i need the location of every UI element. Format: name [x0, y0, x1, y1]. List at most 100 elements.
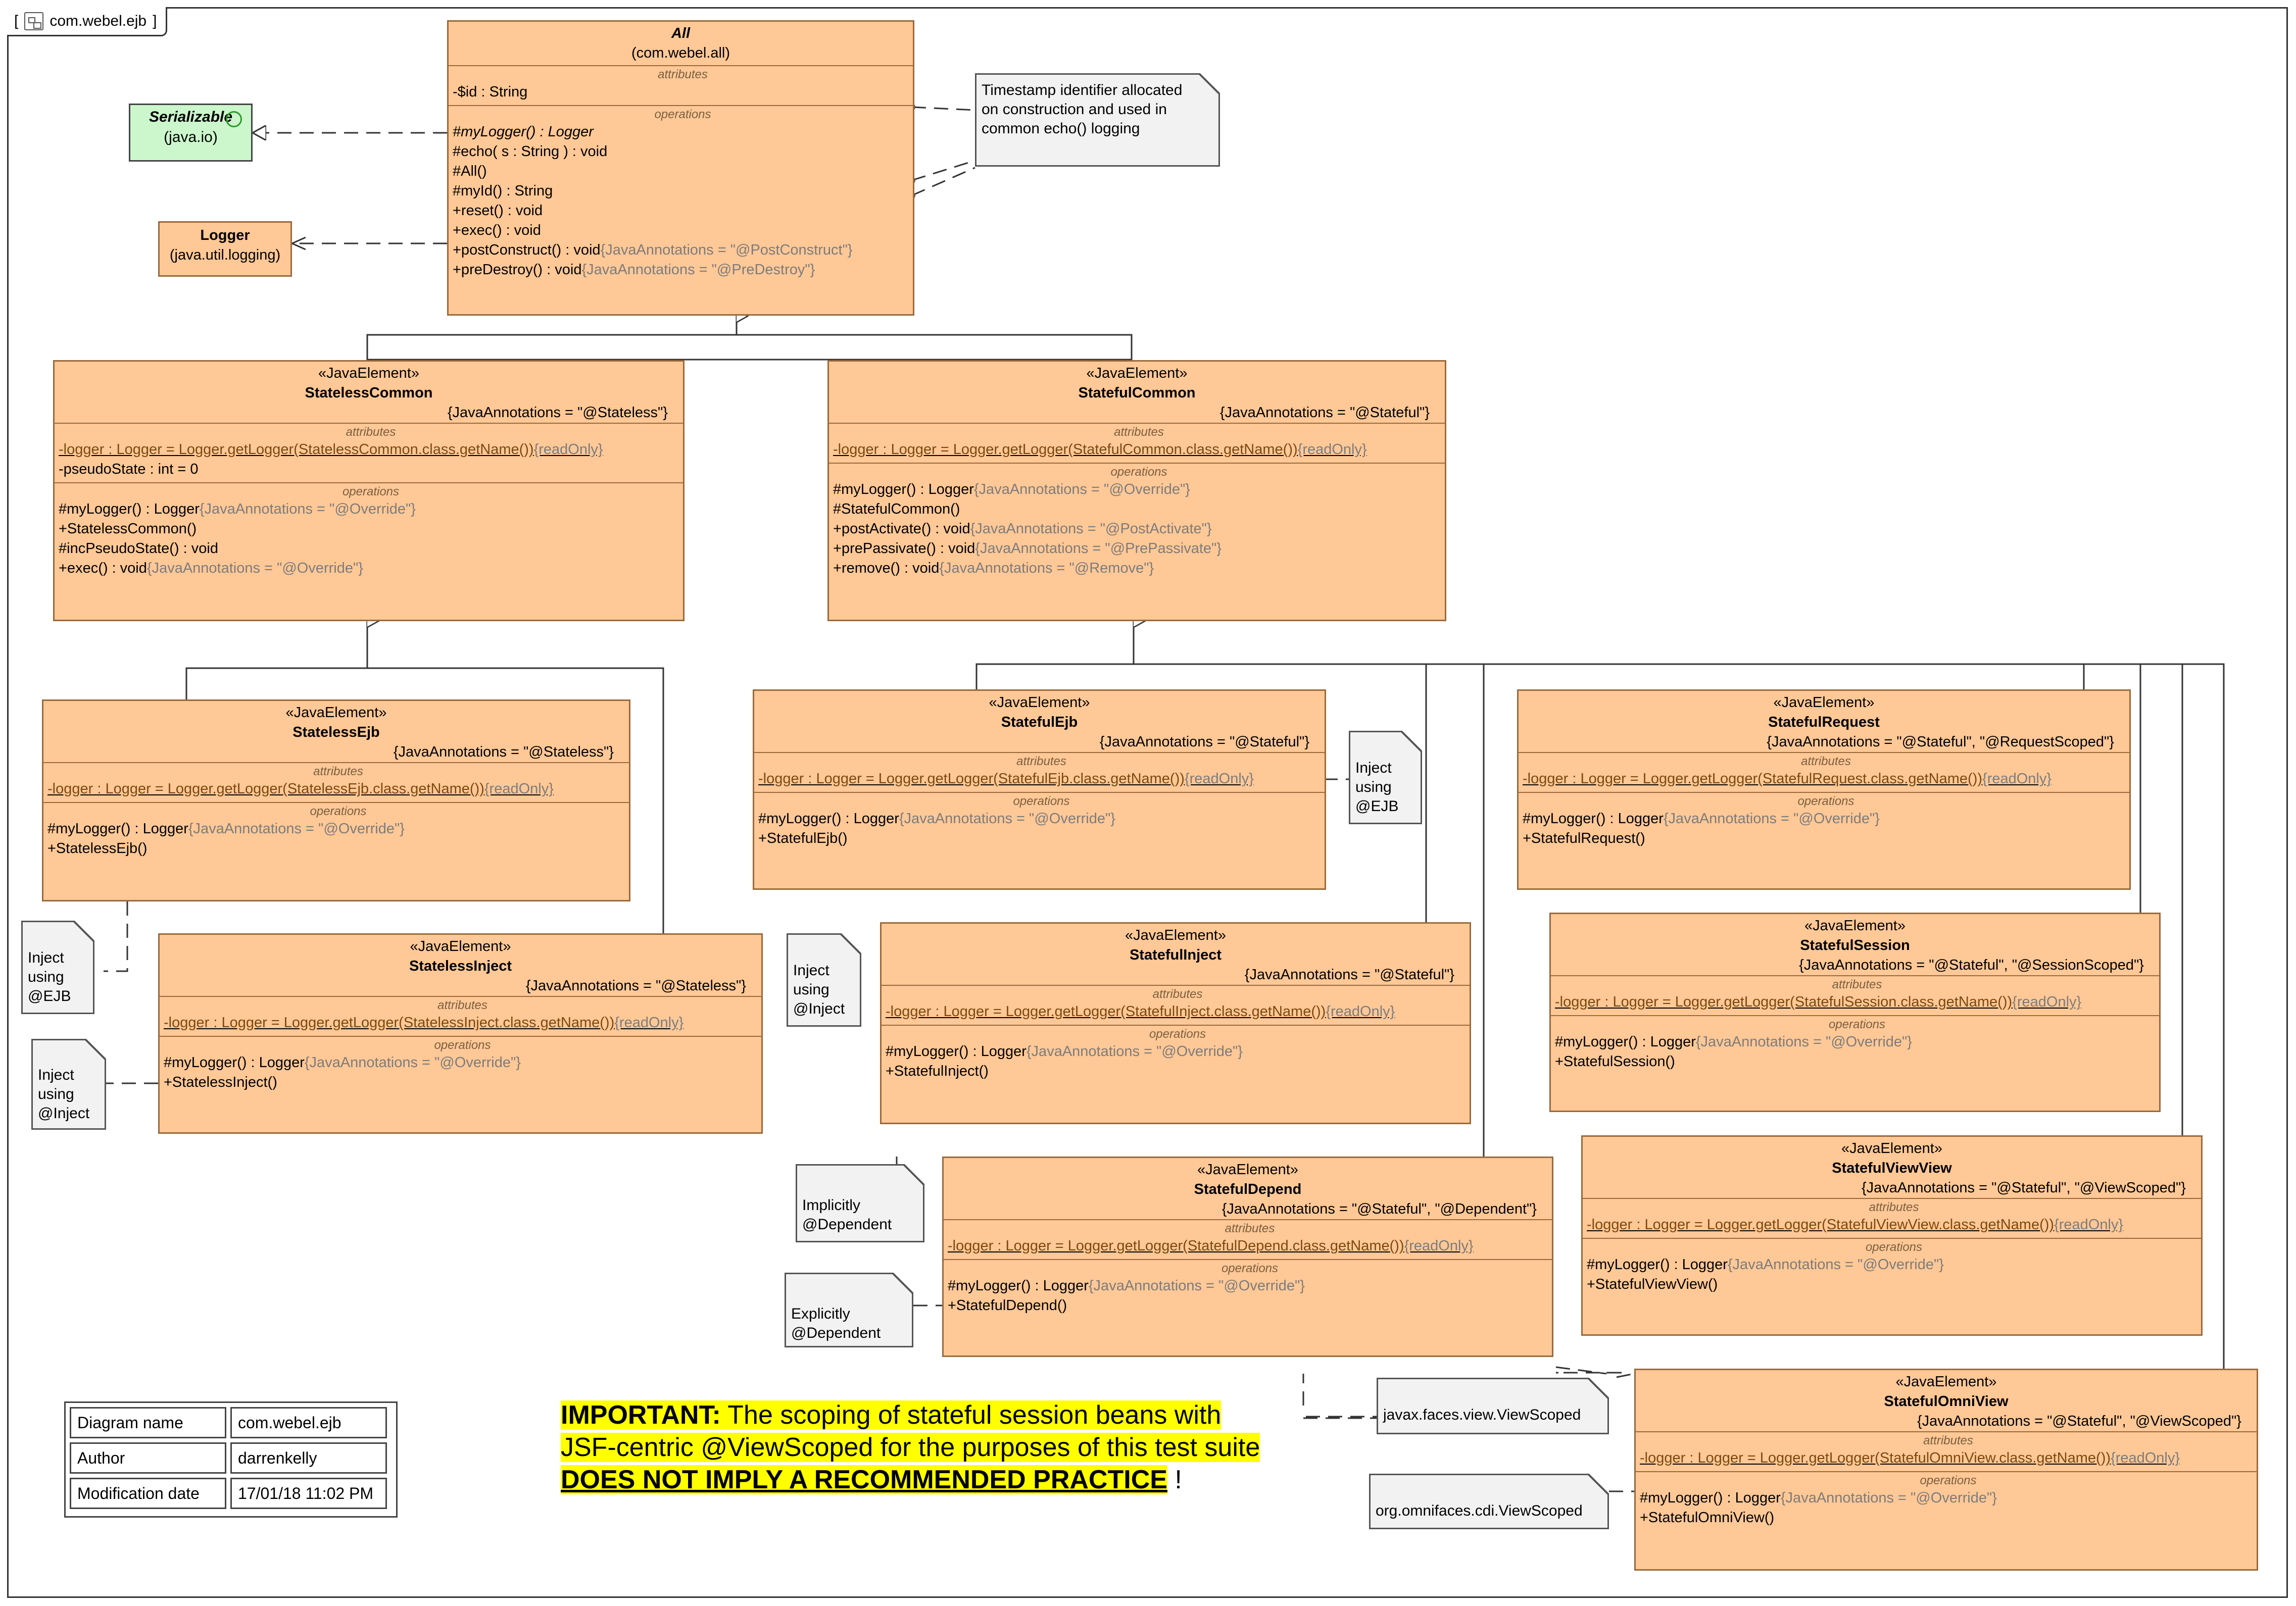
stereotype: «JavaElement» — [285, 705, 387, 721]
stateful-request-class[interactable]: «JavaElement» StatefulRequest {JavaAnnot… — [1517, 689, 2131, 890]
class-package: (java.io) — [164, 129, 218, 145]
attribute-logger: -logger : Logger = Logger.getLogger(Stat… — [886, 1003, 1395, 1020]
attributes-title: attributes — [658, 68, 708, 81]
stateful-inject-class[interactable]: «JavaElement» StatefulInject {JavaAnnota… — [880, 922, 1471, 1124]
stateful-omniview-class[interactable]: «JavaElement» StatefulOmniView {JavaAnno… — [1634, 1369, 2258, 1571]
op-constructor: #StatefulCommon() — [833, 501, 960, 517]
operations-title: operations — [1828, 1018, 1886, 1031]
note-stateless-inject[interactable]: Inject using @Inject — [31, 1039, 106, 1130]
note-omni-viewscoped[interactable]: org.omnifaces.cdi.ViewScoped — [1369, 1474, 1609, 1529]
class-name: StatelessCommon — [305, 385, 433, 401]
class-name: All — [671, 25, 691, 41]
tagged-values: {JavaAnnotations = "@Stateful"} — [1099, 734, 1309, 750]
op-predestroy: +preDestroy() : void{JavaAnnotations = "… — [453, 262, 815, 278]
op-mylogger: #myLogger() : Logger{JavaAnnotations = "… — [1555, 1034, 1912, 1050]
note-fold-icon — [1401, 731, 1422, 752]
op-prepassivate: +prePassivate() : void{JavaAnnotations =… — [833, 540, 1222, 557]
stateful-depend-class[interactable]: «JavaElement» StatefulDepend {JavaAnnota… — [942, 1157, 1553, 1357]
tagged-values: {JavaAnnotations = "@Stateful", "@ViewSc… — [1917, 1413, 2241, 1429]
operations-title: operations — [434, 1038, 491, 1052]
attribute-logger: -logger : Logger = Logger.getLogger(Stat… — [1523, 771, 2052, 787]
op-mylogger: #myLogger() : Logger{JavaAnnotations = "… — [1640, 1490, 1997, 1506]
note-line: using — [793, 981, 829, 998]
tagged-values: {JavaAnnotations = "@Stateful"} — [1244, 967, 1454, 983]
note-line: @EJB — [1355, 798, 1399, 815]
note-stateful-ejb[interactable]: Inject using @EJB — [1349, 731, 1422, 824]
op-mylogger: #myLogger() : Logger{JavaAnnotations = "… — [886, 1043, 1243, 1060]
attribute-logger: -logger : Logger = Logger.getLogger(Stat… — [59, 441, 603, 458]
attribute-logger: -logger : Logger = Logger.getLogger(Stat… — [164, 1015, 684, 1031]
stereotype: «JavaElement» — [410, 938, 511, 955]
important-line-2: JSF-centric @ViewScoped for the purposes… — [561, 1433, 1260, 1462]
stateful-common-class[interactable]: «JavaElement» StatefulCommon {JavaAnnota… — [827, 360, 1446, 621]
frame-title-tab[interactable]: [ com.webel.ejb ] — [7, 7, 168, 36]
note-line: common echo() logging — [982, 120, 1140, 137]
note-timestamp[interactable]: Timestamp identifier allocated on constr… — [975, 73, 1220, 167]
note-line: @EJB — [28, 988, 71, 1005]
tagged-values: {JavaAnnotations = "@Stateless"} — [447, 405, 668, 421]
stateless-common-class[interactable]: «JavaElement» StatelessCommon {JavaAnnot… — [53, 360, 685, 621]
attributes-title: attributes — [1801, 755, 1851, 768]
stateful-viewview-class[interactable]: «JavaElement» StatefulViewView {JavaAnno… — [1581, 1135, 2203, 1336]
stereotype: «JavaElement» — [1086, 365, 1188, 381]
note-explicit-dependent[interactable]: Explicitly @Dependent — [785, 1273, 913, 1347]
stateful-session-class[interactable]: «JavaElement» StatefulSession {JavaAnnot… — [1549, 913, 2161, 1112]
op-reset: +reset() : void — [453, 203, 543, 219]
stateful-ejb-class[interactable]: «JavaElement» StatefulEjb {JavaAnnotatio… — [753, 689, 1326, 890]
attributes-title: attributes — [1152, 987, 1203, 1001]
info-key: Diagram name — [70, 1407, 226, 1438]
op-constructor: +StatefulRequest() — [1523, 830, 1645, 846]
operations-title: operations — [1149, 1027, 1206, 1041]
all-class[interactable]: All (com.webel.all) attributes -$id : St… — [447, 20, 914, 316]
op-postactivate: +postActivate() : void{JavaAnnotations =… — [833, 521, 1212, 537]
operations-title: operations — [1013, 794, 1070, 808]
note-stateless-ejb[interactable]: Inject using @EJB — [21, 921, 94, 1014]
op-exec: +exec() : void{JavaAnnotations = "@Overr… — [59, 560, 363, 576]
op-constructor: #All() — [453, 163, 487, 179]
note-line: @Dependent — [802, 1216, 892, 1233]
op-postconstruct: +postConstruct() : void{JavaAnnotations … — [453, 242, 853, 258]
note-implicit-dependent[interactable]: Implicitly @Dependent — [796, 1164, 924, 1242]
diagram-info-table: Diagram name com.webel.ejb Author darren… — [64, 1401, 398, 1518]
class-name: StatefulDepend — [1194, 1181, 1302, 1197]
note-line: Inject — [38, 1067, 74, 1083]
note-line: on construction and used in — [982, 101, 1167, 118]
op-mylogger: #myLogger() : Logger — [453, 124, 594, 140]
attribute-logger: -logger : Logger = Logger.getLogger(Stat… — [1587, 1217, 2124, 1233]
note-jsf-viewscoped[interactable]: javax.faces.view.ViewScoped — [1377, 1378, 1609, 1434]
class-name: Serializable — [149, 109, 233, 125]
note-line: org.omnifaces.cdi.ViewScoped — [1376, 1502, 1583, 1519]
class-name: StatefulCommon — [1078, 385, 1196, 401]
note-fold-icon — [73, 921, 94, 942]
class-name: StatelessInject — [409, 958, 512, 974]
stateless-ejb-class[interactable]: «JavaElement» StatelessEjb {JavaAnnotati… — [42, 699, 630, 901]
tagged-values: {JavaAnnotations = "@Stateful", "@Reques… — [1767, 734, 2114, 750]
tagged-values: {JavaAnnotations = "@Stateless"} — [393, 744, 614, 760]
attributes-title: attributes — [1832, 978, 1882, 991]
note-fold-icon — [1199, 73, 1220, 94]
info-key: Author — [70, 1442, 226, 1474]
attributes-title: attributes — [1016, 755, 1066, 768]
op-constructor: +StatefulInject() — [886, 1063, 989, 1079]
table-row: Modification date 17/01/18 11:02 PM — [70, 1478, 387, 1509]
tagged-values: {JavaAnnotations = "@Stateless"} — [525, 978, 746, 994]
attributes-title: attributes — [1225, 1222, 1275, 1235]
stereotype: «JavaElement» — [1197, 1162, 1298, 1178]
stateless-inject-class[interactable]: «JavaElement» StatelessInject {JavaAnnot… — [158, 933, 763, 1134]
class-name: StatelessEjb — [292, 724, 380, 740]
logger-class[interactable]: Logger (java.util.logging) — [158, 221, 292, 277]
table-row: Diagram name com.webel.ejb — [70, 1407, 387, 1438]
op-mylogger: #myLogger() : Logger{JavaAnnotations = "… — [1523, 811, 1880, 827]
interface-lollipop-icon — [226, 111, 242, 127]
diagram-frame — [7, 7, 2288, 1598]
note-line: using — [38, 1086, 74, 1102]
serializable-interface[interactable]: Serializable (java.io) — [129, 104, 253, 162]
note-line: @Inject — [793, 1000, 845, 1017]
note-fold-icon — [1588, 1474, 1609, 1495]
operations-title: operations — [342, 485, 400, 498]
class-name: StatefulSession — [1800, 937, 1910, 953]
note-stateful-inject[interactable]: Inject using @Inject — [787, 933, 861, 1027]
op-mylogger: #myLogger() : Logger{JavaAnnotations = "… — [59, 501, 416, 517]
